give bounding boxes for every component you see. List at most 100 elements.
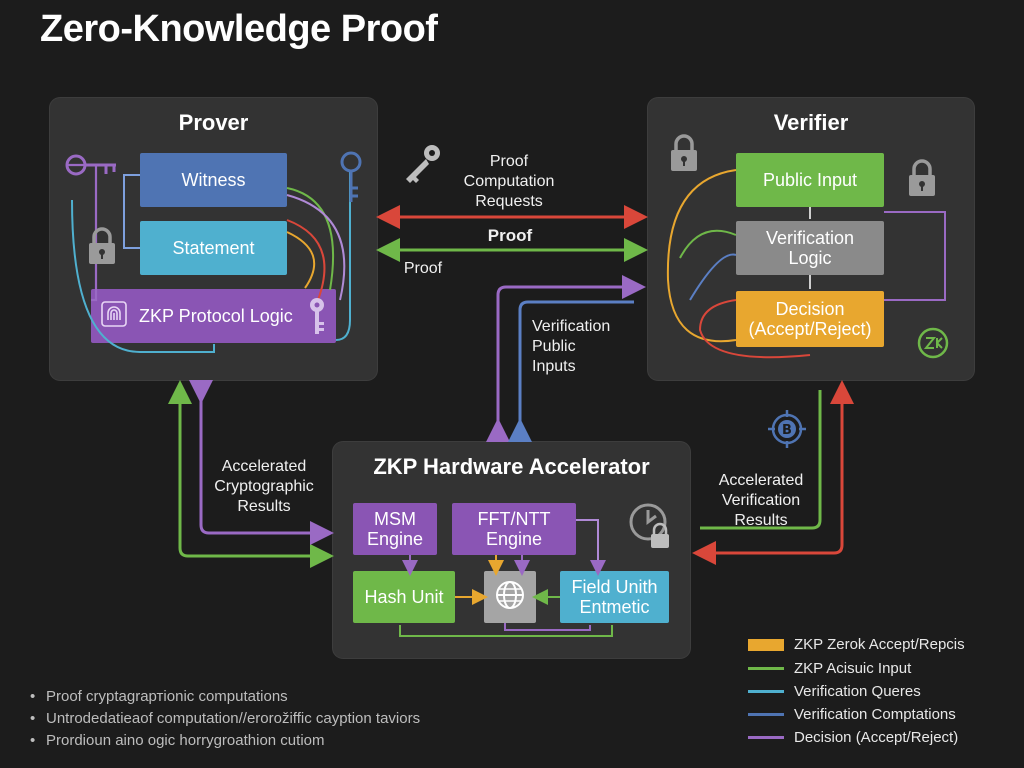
note-item: •Proof cryptagrартionic computations bbox=[30, 688, 288, 705]
verification-inputs-line2: Public bbox=[532, 338, 576, 355]
prover-loop-yellow bbox=[286, 231, 316, 289]
legend-swatch bbox=[748, 736, 784, 739]
verifier-loop-purple bbox=[884, 211, 946, 301]
globe-icon bbox=[494, 579, 526, 615]
decision-box: Decision (Accept/Reject) bbox=[736, 291, 884, 347]
note-text: Prordioun aino ogic horrygroathion cutio… bbox=[46, 732, 325, 749]
verifier-title: Verifier bbox=[773, 110, 849, 135]
decision-line2: (Accept/Reject) bbox=[748, 319, 872, 339]
legend-item: Decision (Accept/Reject) bbox=[748, 729, 958, 746]
verifier-loop-green bbox=[679, 229, 737, 259]
prover-loop-purple2 bbox=[286, 194, 346, 301]
legend-label: Decision (Accept/Reject) bbox=[794, 729, 959, 746]
fft-line1: FFT/NTT bbox=[477, 509, 551, 529]
legend-swatch bbox=[748, 713, 784, 716]
prover-loop-blue bbox=[123, 174, 140, 249]
page-title: Zero-Knowledge Proof bbox=[40, 8, 438, 50]
zkp-protocol-logic-box: ZKP Protocol Logic bbox=[91, 289, 336, 343]
prover-loop-red bbox=[286, 219, 326, 301]
accel-verif-line3: Results bbox=[734, 512, 788, 529]
globe-core-box bbox=[484, 571, 536, 623]
verification-logic-box: Verification Logic bbox=[736, 221, 884, 275]
verifier-loop-red bbox=[698, 299, 811, 359]
accel-bottom-loop-purple bbox=[504, 623, 591, 631]
proof-label: Proof bbox=[403, 260, 443, 277]
prover-side-key-icon bbox=[338, 150, 364, 213]
legend-label: ZKP Zerok Accept/Repcis bbox=[794, 636, 965, 653]
legend-swatch bbox=[748, 667, 784, 670]
fft-line2: Engine bbox=[485, 529, 543, 549]
verification-inputs-label: Verification Public Inputs bbox=[532, 317, 610, 377]
legend-item: Verification Queres bbox=[748, 683, 921, 700]
prover-loop-green bbox=[286, 187, 334, 291]
svg-text:B: B bbox=[782, 423, 792, 438]
prover-loop-cyan bbox=[71, 199, 215, 353]
verification-inputs-line1: Verification bbox=[532, 318, 611, 335]
legend-item: ZKP Acisuic Input bbox=[748, 660, 911, 677]
clock-lock-icon bbox=[628, 502, 674, 555]
statement-box: Statement bbox=[140, 221, 287, 275]
legend-label: ZKP Acisuic Input bbox=[794, 660, 912, 677]
prover-lock-icon bbox=[86, 226, 118, 271]
prover-title: Prover bbox=[178, 110, 249, 135]
note-text: Proof cryptagrартionic computations bbox=[46, 688, 288, 705]
verification-logic-line2: Logic bbox=[788, 248, 832, 268]
zkp-protocol-logic-label: ZKP Protocol Logic bbox=[139, 306, 293, 326]
verifier-lock-icon-right bbox=[906, 158, 938, 203]
legend-label: Verification Comptations bbox=[794, 706, 956, 723]
accel-crypto-line2: Cryptographic bbox=[214, 478, 314, 495]
proof-requests-line1: Proof bbox=[489, 153, 529, 170]
witness-box: Witness bbox=[140, 153, 287, 207]
protocol-key-icon bbox=[306, 296, 328, 343]
key-icon bbox=[400, 140, 446, 191]
accel-verifier-arrow-red bbox=[692, 380, 854, 565]
accel-verif-label: Accelerated Verification Results bbox=[706, 471, 816, 531]
legend-label: Verification Queres bbox=[794, 683, 921, 700]
verification-logic-line1: Verification bbox=[765, 228, 855, 248]
prover-key-icon bbox=[64, 152, 124, 187]
accel-verif-line1: Accelerated bbox=[718, 472, 804, 489]
verifier-loop-yellow bbox=[666, 169, 737, 343]
msm-engine-box: MSM Engine bbox=[353, 503, 437, 555]
accel-crypto-label: Accelerated Cryptographic Results bbox=[206, 457, 322, 517]
fft-ntt-engine-box: FFT/NTT Engine bbox=[452, 503, 576, 555]
field-line1: Field Unith bbox=[571, 577, 658, 597]
note-text: Untrodedatieaof computation//erorožiffic… bbox=[46, 710, 421, 727]
zkp-badge-icon bbox=[916, 326, 950, 365]
decision-line1: Decision bbox=[775, 299, 845, 319]
fingerprint-icon bbox=[101, 301, 127, 331]
proof-requests-line3: Requests bbox=[475, 193, 543, 210]
msm-line1: MSM bbox=[374, 509, 416, 529]
hash-unit-box: Hash Unit bbox=[353, 571, 455, 623]
note-item: •Untrodedatieaof computation//erorožiffi… bbox=[30, 710, 421, 727]
prover-loop-cyan2 bbox=[335, 170, 351, 341]
field-line2: Entmetic bbox=[579, 597, 650, 617]
verification-inputs-line3: Inputs bbox=[532, 358, 576, 375]
field-arithmetic-box: Field Unith Entmetic bbox=[560, 571, 669, 623]
proof-bold-label: Proof bbox=[487, 226, 533, 245]
accel-bottom-loop-green bbox=[399, 625, 613, 637]
legend-swatch bbox=[748, 638, 784, 651]
public-input-box: Public Input bbox=[736, 153, 884, 207]
verification-inputs-arrow-purple bbox=[486, 275, 646, 442]
verifier-loop-blue bbox=[689, 253, 737, 301]
legend-item: ZKP Zerok Accept/Repcis bbox=[748, 636, 965, 653]
accel-verif-line2: Verification bbox=[721, 492, 801, 509]
accel-crypto-line1: Accelerated bbox=[221, 458, 307, 475]
bitcoin-target-icon: B bbox=[766, 408, 808, 455]
prover-accel-arrow-purple bbox=[189, 380, 334, 545]
prover-accel-arrow-green bbox=[168, 380, 334, 568]
notes-list: •Proof cryptagrартionic computations •Un… bbox=[30, 686, 420, 752]
legend-swatch bbox=[748, 690, 784, 693]
verifier-lock-icon-left bbox=[668, 133, 700, 178]
note-item: •Prordioun aino ogic horrygroathion cuti… bbox=[30, 732, 325, 749]
accel-crypto-line3: Results bbox=[237, 498, 291, 515]
accelerator-title: ZKP Hardware Accelerator bbox=[373, 454, 650, 479]
proof-requests-line2: Computation bbox=[463, 173, 555, 190]
fft-to-field-loop bbox=[576, 519, 606, 576]
verification-inputs-arrow-blue bbox=[508, 300, 634, 442]
msm-line2: Engine bbox=[366, 529, 424, 549]
legend-item: Verification Comptations bbox=[748, 706, 956, 723]
proof-requests-label: Proof Computation Requests bbox=[448, 152, 570, 212]
